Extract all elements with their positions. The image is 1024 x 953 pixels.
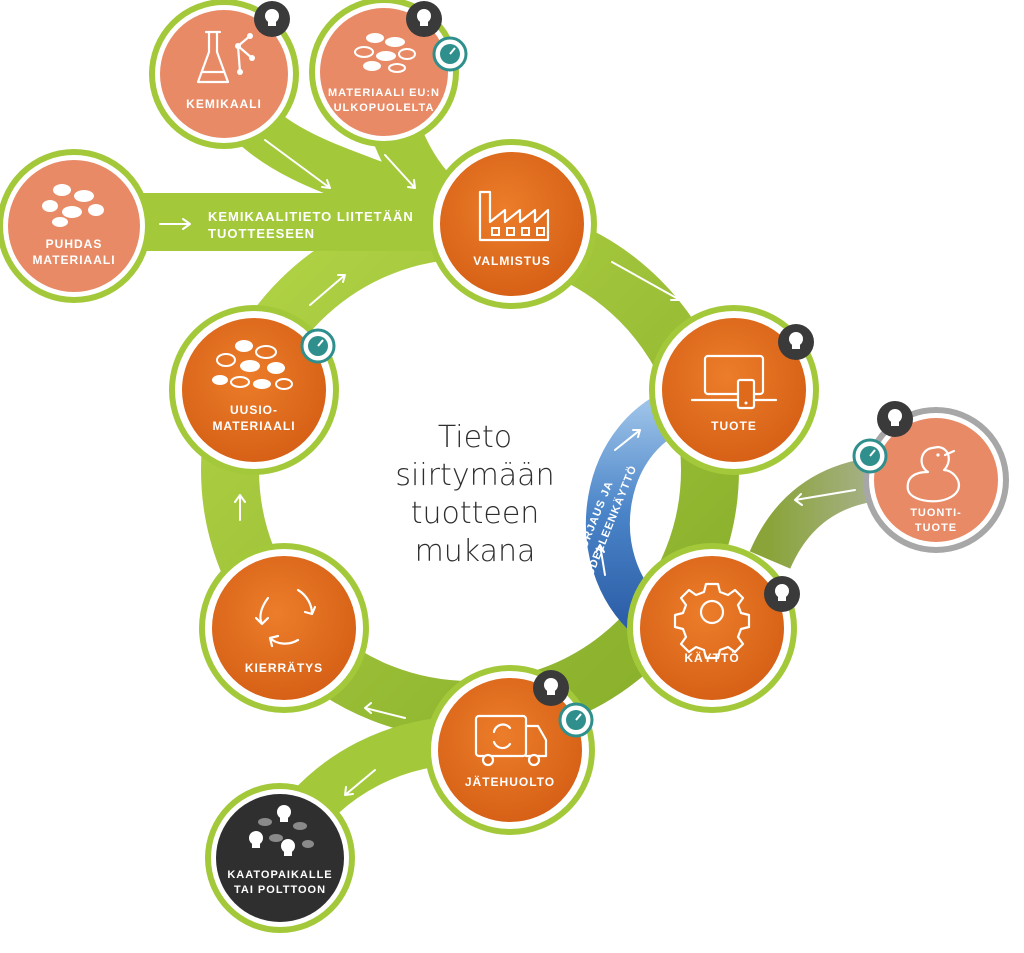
pellets-icon xyxy=(354,33,416,73)
label-jatehuolto: JÄTEHUOLTO xyxy=(465,774,555,789)
skull-icon xyxy=(877,401,913,437)
gauge-icon xyxy=(432,36,468,72)
flow-label-line1: KEMIKAALITIETO LIITETÄÄN xyxy=(208,209,414,224)
label-puhdas-line1: PUHDAS xyxy=(46,237,103,251)
gear-icon xyxy=(673,582,751,660)
center-text-line4: mukana xyxy=(415,534,536,569)
gauge-icon xyxy=(558,702,594,738)
center-text-line3: tuotteen xyxy=(411,496,540,531)
laptop-phone-icon xyxy=(690,354,778,410)
factory-icon xyxy=(478,190,550,242)
label-kemikaali: KEMIKAALI xyxy=(186,97,262,111)
node-kaatopaikalle: KAATOPAIKALLE TAI POLTTOON xyxy=(205,783,355,933)
label-puhdas-line2: MATERIAALI xyxy=(32,253,115,267)
label-kaatopaikalle-line2: TAI POLTTOON xyxy=(234,884,326,896)
node-kaytto: KÄYTTÖ xyxy=(627,543,797,713)
label-uusio-line1: UUSIO- xyxy=(230,403,278,417)
node-kierratys: KIERRÄTYS xyxy=(199,543,369,713)
label-tuontituote-line2: TUOTE xyxy=(915,522,957,534)
gauge-icon xyxy=(300,328,336,364)
label-uusio-line2: MATERIAALI xyxy=(212,419,295,433)
node-jatehuolto: JÄTEHUOLTO xyxy=(425,665,595,835)
pellets-icon xyxy=(42,184,104,227)
rubber-duck-icon xyxy=(906,445,960,503)
label-kaatopaikalle-line1: KAATOPAIKALLE xyxy=(227,869,332,881)
label-valmistus: VALMISTUS xyxy=(473,254,550,268)
label-kierratys: KIERRÄTYS xyxy=(245,660,323,675)
node-puhdas: PUHDAS MATERIAALI xyxy=(0,149,151,303)
skull-icon xyxy=(254,1,290,37)
skulls-pellets-icon xyxy=(249,805,314,856)
skull-icon xyxy=(778,324,814,360)
node-valmistus: VALMISTUS xyxy=(427,139,597,309)
node-uusiomateriaali: UUSIO- MATERIAALI xyxy=(169,305,339,475)
flow-arrows xyxy=(159,139,856,796)
gauge-icon xyxy=(852,438,888,474)
node-kemikaali: KEMIKAALI xyxy=(149,0,299,149)
waste-truck-icon xyxy=(474,714,548,767)
flask-molecule-icon xyxy=(196,30,255,84)
flow-label-line2: TUOTTEESEEN xyxy=(208,226,315,241)
node-tuote: TUOTE xyxy=(649,305,819,475)
label-tuontituote-line1: TUONTI- xyxy=(910,507,962,519)
label-materiaali-eu-line1: MATERIAALI EU:N xyxy=(328,87,440,99)
skull-icon xyxy=(764,576,800,612)
label-materiaali-eu-line2: ULKOPUOLELTA xyxy=(334,102,435,114)
timer-badges xyxy=(300,36,888,738)
recycle-arrows-icon xyxy=(254,588,317,648)
pellets-icon xyxy=(212,340,293,390)
label-tuote: TUOTE xyxy=(711,419,757,433)
skull-icon xyxy=(406,1,442,37)
hazard-badges xyxy=(254,1,913,706)
center-text-line2: siirtymään xyxy=(395,458,554,493)
skull-icon xyxy=(533,670,569,706)
node-tuontituote: TUONTI- TUOTE xyxy=(863,407,1009,553)
center-text-line1: Tieto xyxy=(438,420,512,455)
label-kaytto: KÄYTTÖ xyxy=(684,650,739,665)
